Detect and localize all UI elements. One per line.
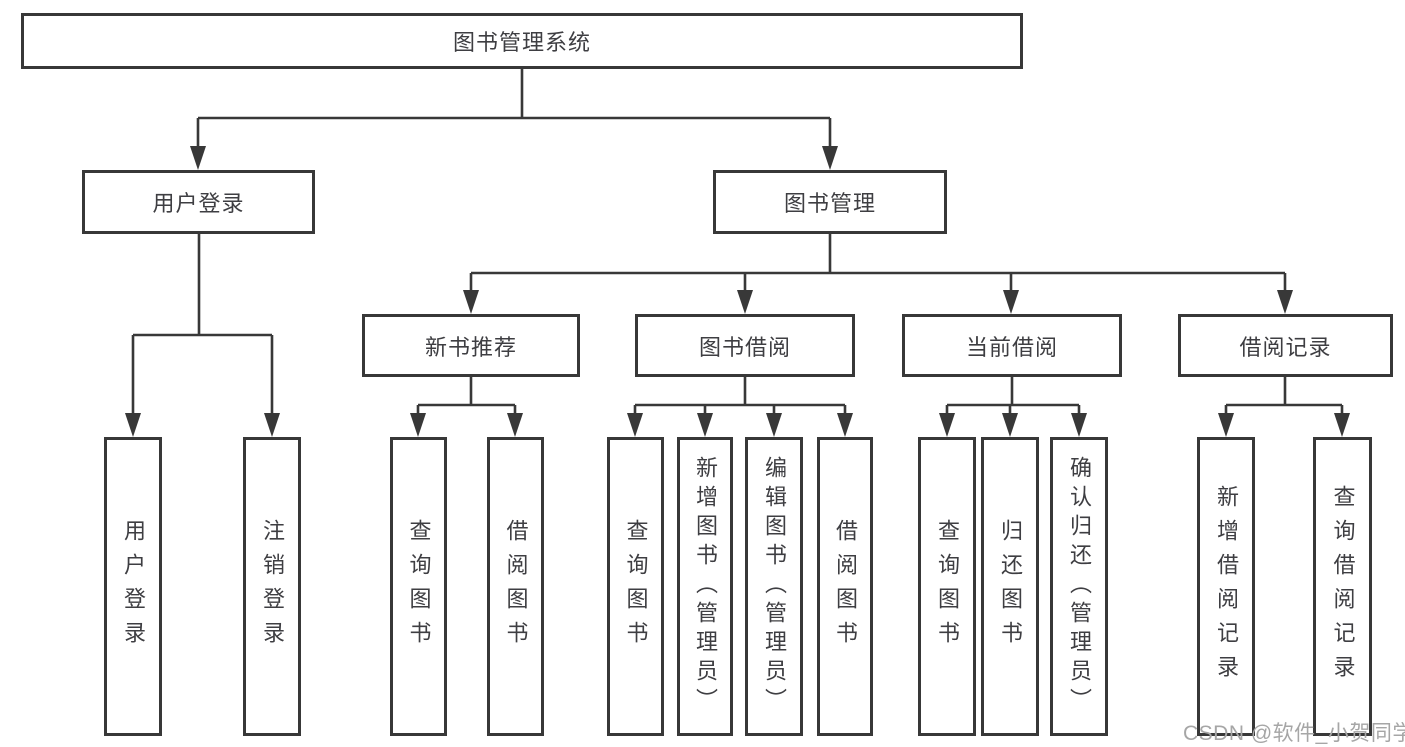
leaf-query-book-borrowing: 查询图书 (607, 437, 664, 736)
leaf-edit-book-admin: 编辑图书（管理员） (745, 437, 803, 736)
leaf-borrow-book: 借阅图书 (817, 437, 873, 736)
leaf-add-book-admin: 新增图书（管理员） (677, 437, 733, 736)
leaf-query-book-recommend: 查询图书 (390, 437, 447, 736)
node-new-book-recommend: 新书推荐 (362, 314, 580, 377)
leaf-query-borrow-record: 查询借阅记录 (1313, 437, 1372, 736)
leaf-label: 查询图书 (406, 518, 432, 655)
leaf-label: 注销登录 (260, 518, 285, 655)
leaf-add-borrow-record: 新增借阅记录 (1197, 437, 1255, 736)
leaf-return-book: 归还图书 (981, 437, 1039, 736)
leaf-borrow-book-recommend: 借阅图书 (487, 437, 544, 736)
leaf-label: 查询借阅记录 (1330, 484, 1356, 689)
node-user-login: 用户登录 (82, 170, 315, 234)
leaf-label: 借阅图书 (503, 518, 529, 655)
leaf-label: 确认归还（管理员） (1067, 456, 1092, 717)
leaf-label: 查询图书 (935, 518, 960, 655)
leaf-label: 新增借阅记录 (1214, 484, 1239, 689)
leaf-label: 借阅图书 (833, 518, 858, 655)
node-book-management: 图书管理 (713, 170, 947, 234)
leaf-label: 新增图书（管理员） (693, 456, 718, 717)
node-book-borrowing: 图书借阅 (635, 314, 855, 377)
leaf-logout: 注销登录 (243, 437, 301, 736)
node-current-borrowing: 当前借阅 (902, 314, 1122, 377)
leaf-user-login: 用户登录 (104, 437, 162, 736)
leaf-query-book-current: 查询图书 (918, 437, 976, 736)
leaf-label: 查询图书 (623, 518, 649, 655)
csdn-watermark: CSDN @软件_小贺同学 (1183, 722, 1405, 745)
node-root-system: 图书管理系统 (21, 13, 1023, 69)
leaf-label: 用户登录 (121, 518, 146, 655)
leaf-confirm-return-admin: 确认归还（管理员） (1050, 437, 1108, 736)
node-borrow-records: 借阅记录 (1178, 314, 1393, 377)
leaf-label: 编辑图书（管理员） (762, 456, 787, 717)
leaf-label: 归还图书 (998, 518, 1023, 655)
